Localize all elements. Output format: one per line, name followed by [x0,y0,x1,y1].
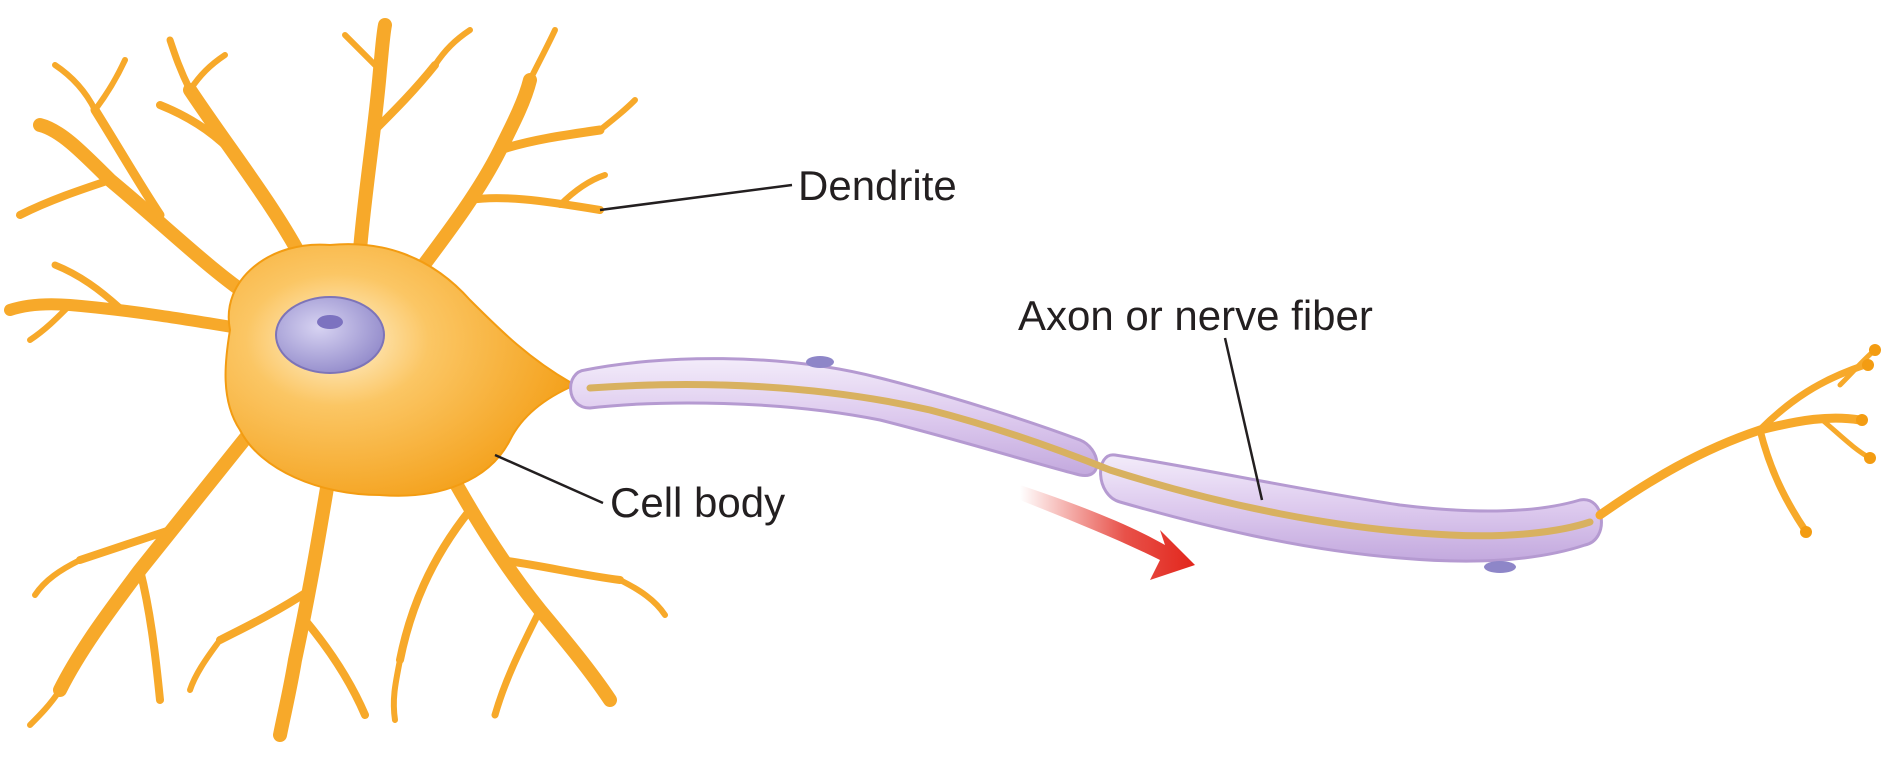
nucleus [276,297,384,373]
axon-label: Axon or nerve fiber [1018,295,1373,337]
leader-lines [495,185,1262,503]
myelin-sheath-1 [571,359,1097,476]
cell-body [226,244,575,496]
dendrite-label: Dendrite [798,165,957,207]
dendrite-leader-line [600,185,792,210]
myelin-sheath-2 [1101,455,1602,561]
axon-terminals [1600,350,1875,530]
schwann-nucleus-1 [806,356,834,368]
schwann-nucleus-2 [1484,561,1516,573]
cell-body-leader-line [495,455,603,503]
cell-body-label: Cell body [610,482,785,524]
nucleolus [317,315,343,329]
